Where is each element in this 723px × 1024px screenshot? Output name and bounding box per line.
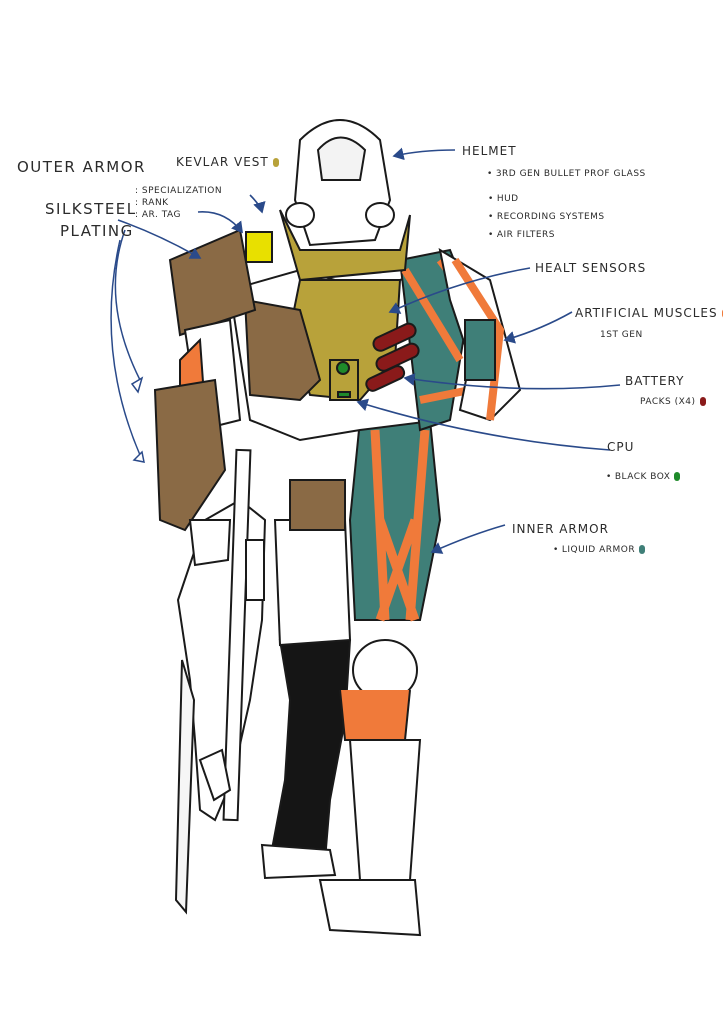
label-helmet-recording: RECORDING SYSTEMS [488,212,605,222]
arrow-silksteel [117,219,202,259]
label-specialization: : SPECIALIZATION [135,186,223,196]
outer-armor-curves [110,229,145,463]
right-arm [438,247,522,422]
label-silksteel-2: PLATING [60,222,134,240]
label-battery-2: PACKS (X4) [640,397,706,407]
label-helmet-glass: 3RD GEN BULLET PROF GLASS [487,169,646,179]
rifle [174,448,267,915]
arrow-helmet [392,147,456,161]
label-battery-1: BATTERY [625,374,685,388]
arrow-kevlar [249,194,266,214]
kevlar-color-swatch [272,158,279,167]
label-cpu: CPU [607,440,635,454]
blackbox-color-swatch [674,472,681,481]
arrow-tag [197,211,243,234]
label-helmet-filters: AIR FILTERS [488,230,555,240]
muscles-color-swatch [721,309,723,318]
battery-color-swatch [699,397,706,406]
label-outer-armor: OUTER ARMOR [17,158,146,176]
label-health-sensors: HEALT SENSORS [535,261,647,275]
annotation-arrows [117,147,621,554]
right-leg [318,419,442,937]
helmet [279,119,411,282]
arrow-muscles [503,311,573,344]
arrow-cpu [356,398,611,451]
label-helmet: HELMET [462,144,517,158]
left-leg [260,479,352,880]
label-black-box: BLACK BOX [606,472,681,482]
label-inner-armor: INNER ARMOR [512,522,609,536]
label-helmet-hud: HUD [488,194,519,204]
label-ar-tag: : AR. TAG [135,210,181,220]
label-silksteel-1: SILKSTEEL [45,200,137,218]
liquid-armor-color-swatch [639,545,646,554]
arrow-inner [430,524,506,554]
torso [228,248,474,442]
label-kevlar-vest: KEVLAR VEST [176,155,279,169]
label-artificial-muscles: ARTIFICIAL MUSCLES [575,306,723,320]
arrow-battery [403,373,621,390]
label-first-gen: 1ST GEN [600,330,643,340]
arrow-health [388,267,531,314]
label-liquid-armor: LIQUID ARMOR [553,545,646,555]
label-rank: : RANK [135,198,169,208]
